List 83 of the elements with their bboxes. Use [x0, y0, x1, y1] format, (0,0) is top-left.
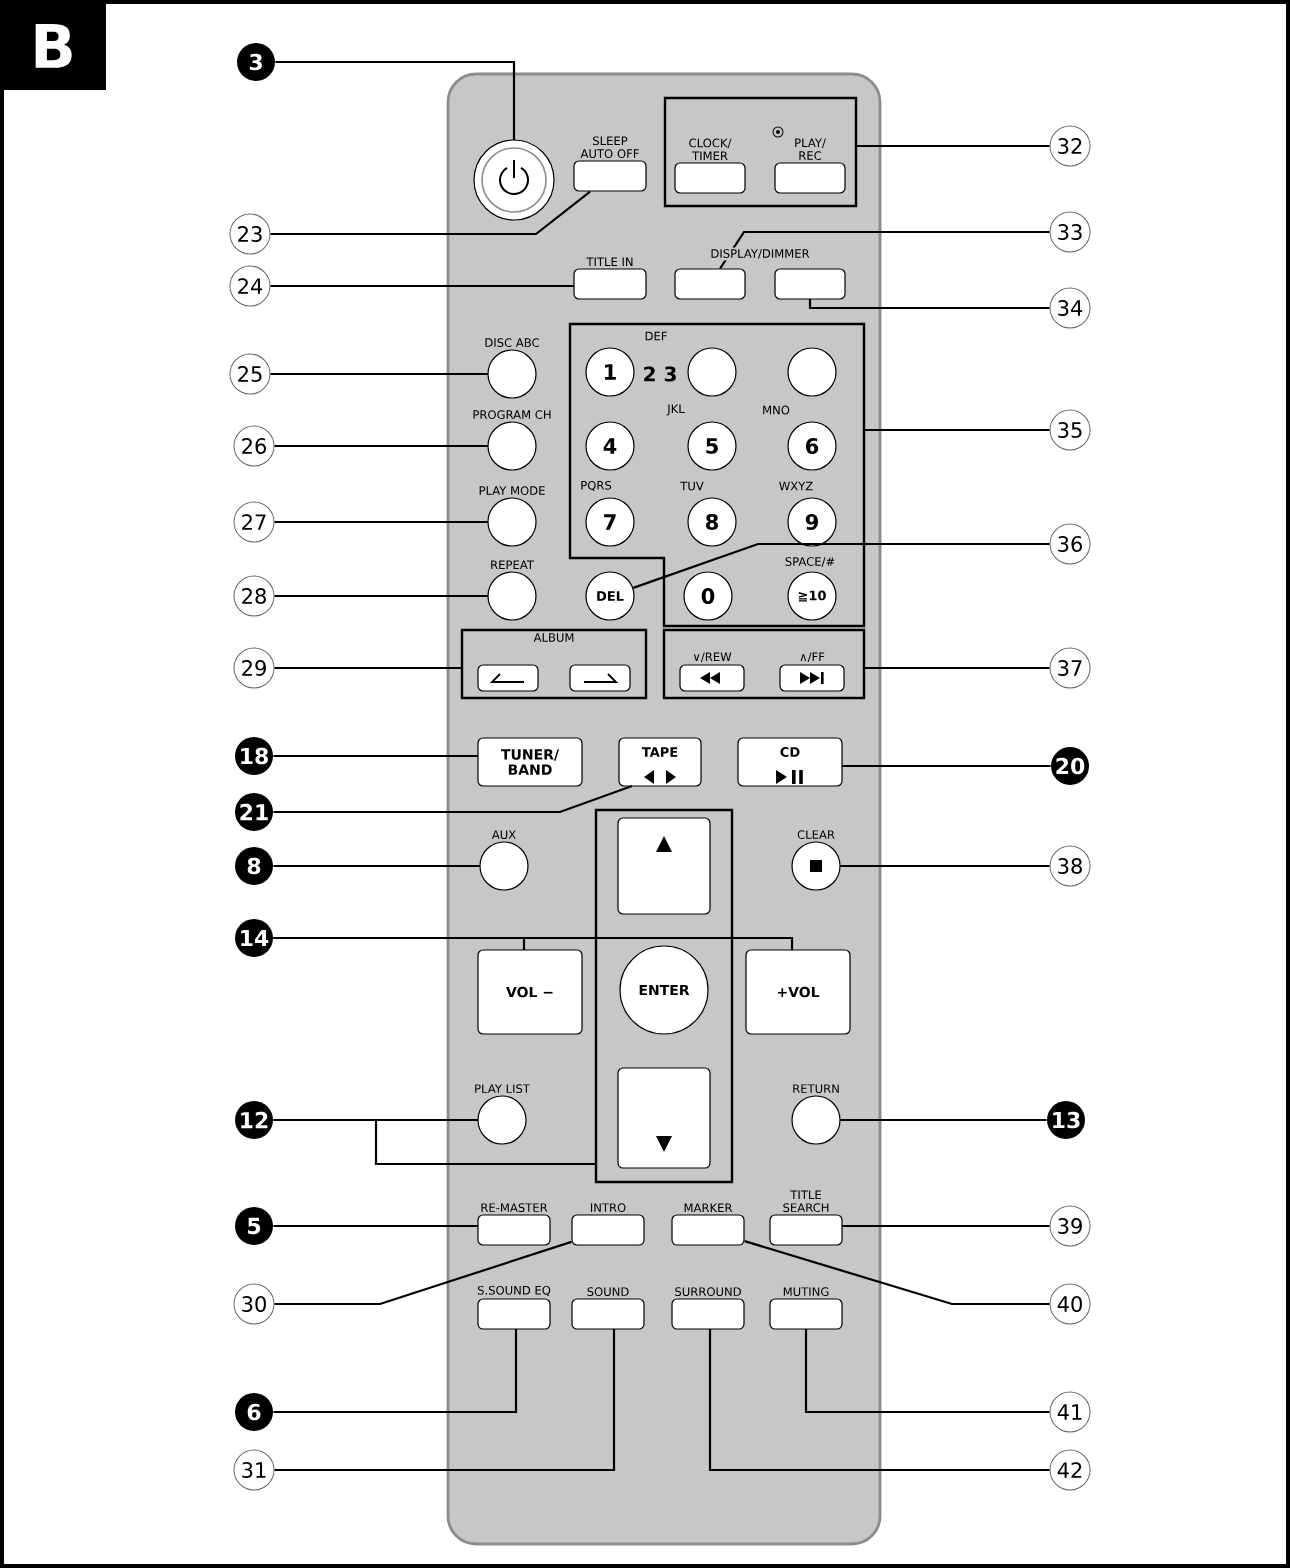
callout-number: 23	[229, 213, 271, 255]
leader-line	[273, 936, 794, 950]
remote-button: 8	[687, 497, 737, 547]
callout-number: 32	[1049, 125, 1091, 167]
remote-button	[569, 664, 631, 692]
callout-number: 38	[1049, 845, 1091, 887]
leader-line	[840, 864, 1050, 868]
callout-number: 12	[235, 1101, 273, 1139]
callout-number: 27	[233, 501, 275, 543]
remote-button	[617, 1067, 711, 1169]
remote-button: 6	[787, 421, 837, 471]
callout-number: 14	[235, 919, 273, 957]
remote-button: 0	[683, 571, 733, 621]
button-group-frame	[568, 322, 866, 628]
callout-number: 21	[235, 793, 273, 831]
remote-button	[787, 347, 837, 397]
callout-number: 18	[235, 737, 273, 775]
callout-number: 30	[233, 1283, 275, 1325]
remote-button: 7	[585, 497, 635, 547]
callout-number: 34	[1049, 287, 1091, 329]
remote-button	[774, 268, 846, 300]
leader-line	[270, 372, 488, 376]
panel-letter: B	[0, 0, 106, 90]
callout-number: 8	[235, 847, 273, 885]
remote-button: 1	[585, 347, 635, 397]
remote-button	[687, 347, 737, 397]
leader-line	[274, 666, 462, 670]
callout-number: 41	[1049, 1391, 1091, 1433]
leader-line	[719, 230, 1050, 269]
remote-button	[473, 139, 555, 221]
button-group-frame	[594, 808, 734, 1184]
leader-line	[274, 1240, 572, 1306]
callout-number: 31	[233, 1449, 275, 1491]
remote-button	[617, 817, 711, 915]
leader-line	[273, 1118, 596, 1166]
callout-number: 13	[1047, 1101, 1085, 1139]
callout-number: 20	[1051, 747, 1089, 785]
leader-line	[842, 764, 1051, 768]
leader-line	[273, 754, 478, 758]
leader-line	[273, 1224, 478, 1228]
leader-line	[274, 1329, 616, 1472]
button-group-frame	[662, 628, 866, 700]
leader-line	[274, 444, 488, 448]
callout-number: 6	[235, 1393, 273, 1431]
callout-number: 39	[1049, 1205, 1091, 1247]
remote-button	[477, 664, 539, 692]
remote-button: 9	[787, 497, 837, 547]
callout-number: 28	[233, 575, 275, 617]
leader-line	[273, 784, 633, 814]
callout-number: 37	[1049, 647, 1091, 689]
callout-number: 24	[229, 265, 271, 307]
leader-line	[842, 1224, 1050, 1228]
leader-line	[708, 1329, 1050, 1472]
callout-number: 35	[1049, 409, 1091, 451]
leader-line	[856, 144, 1050, 148]
remote-button	[674, 268, 746, 300]
leader-line	[744, 1240, 1050, 1306]
callout-number: 36	[1049, 523, 1091, 565]
callout-number: 5	[235, 1207, 273, 1245]
button-label: 2 3	[644, 366, 676, 382]
leader-line	[270, 284, 574, 288]
callout-number: 25	[229, 353, 271, 395]
leader-line	[864, 666, 1050, 670]
leader-line	[274, 594, 488, 598]
leader-line	[273, 1329, 518, 1414]
leader-line	[274, 520, 488, 524]
callout-number: 26	[233, 425, 275, 467]
callout-number: 42	[1049, 1449, 1091, 1491]
remote-button: 4	[585, 421, 635, 471]
leader-line	[270, 190, 591, 236]
leader-line	[864, 428, 1050, 432]
leader-line	[804, 1329, 1050, 1414]
leader-line	[840, 1118, 1047, 1122]
callout-number: 3	[237, 43, 275, 81]
callout-number: 29	[233, 647, 275, 689]
button-group-frame	[663, 96, 858, 208]
remote-button: 5	[687, 421, 737, 471]
leader-line	[273, 864, 480, 868]
leader-line	[808, 299, 1050, 310]
leader-line	[632, 542, 1050, 589]
callout-number: 33	[1049, 211, 1091, 253]
leader-line	[275, 60, 516, 140]
callout-number: 40	[1049, 1283, 1091, 1325]
